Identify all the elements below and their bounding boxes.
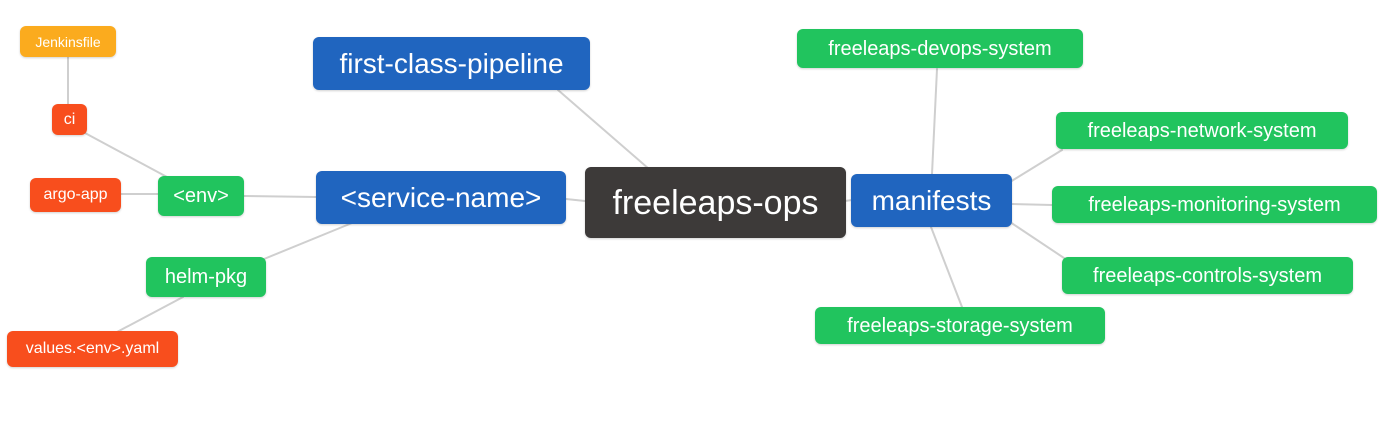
node-helm-pkg[interactable]: helm-pkg bbox=[146, 257, 266, 297]
node-argo-app[interactable]: argo-app bbox=[30, 178, 121, 212]
edge-manifests-monitoring bbox=[1011, 203, 1053, 206]
node-freeleaps-network-system[interactable]: freeleaps-network-system bbox=[1056, 112, 1348, 149]
edge-manifests-controls bbox=[1009, 221, 1065, 259]
node-service-name[interactable]: <service-name> bbox=[316, 171, 566, 224]
node-ci[interactable]: ci bbox=[52, 104, 87, 135]
edge-manifests-network bbox=[1009, 149, 1063, 183]
edge-service-env bbox=[243, 195, 317, 198]
node-first-class-pipeline[interactable]: first-class-pipeline bbox=[313, 37, 590, 90]
node-env[interactable]: <env> bbox=[158, 176, 244, 216]
edge-helm-values bbox=[116, 296, 184, 333]
edge-ops-first-class-pipeline bbox=[557, 89, 650, 170]
node-jenkinsfile[interactable]: Jenkinsfile bbox=[20, 26, 116, 57]
node-values-env-yaml[interactable]: values.<env>.yaml bbox=[7, 331, 178, 367]
edge-manifests-storage bbox=[930, 226, 963, 308]
node-manifests[interactable]: manifests bbox=[851, 174, 1012, 227]
edge-service-helm-pkg bbox=[263, 222, 353, 260]
edge-ops-service bbox=[565, 198, 586, 202]
node-freeleaps-devops-system[interactable]: freeleaps-devops-system bbox=[797, 29, 1083, 68]
edge-env-ci bbox=[84, 132, 168, 178]
edge-ops-manifests bbox=[844, 199, 853, 202]
node-freeleaps-monitoring-system[interactable]: freeleaps-monitoring-system bbox=[1052, 186, 1377, 223]
node-freeleaps-storage-system[interactable]: freeleaps-storage-system bbox=[815, 307, 1105, 344]
node-freeleaps-controls-system[interactable]: freeleaps-controls-system bbox=[1062, 257, 1353, 294]
edge-manifests-devops bbox=[931, 68, 938, 175]
node-freeleaps-ops-root[interactable]: freeleaps-ops bbox=[585, 167, 846, 238]
